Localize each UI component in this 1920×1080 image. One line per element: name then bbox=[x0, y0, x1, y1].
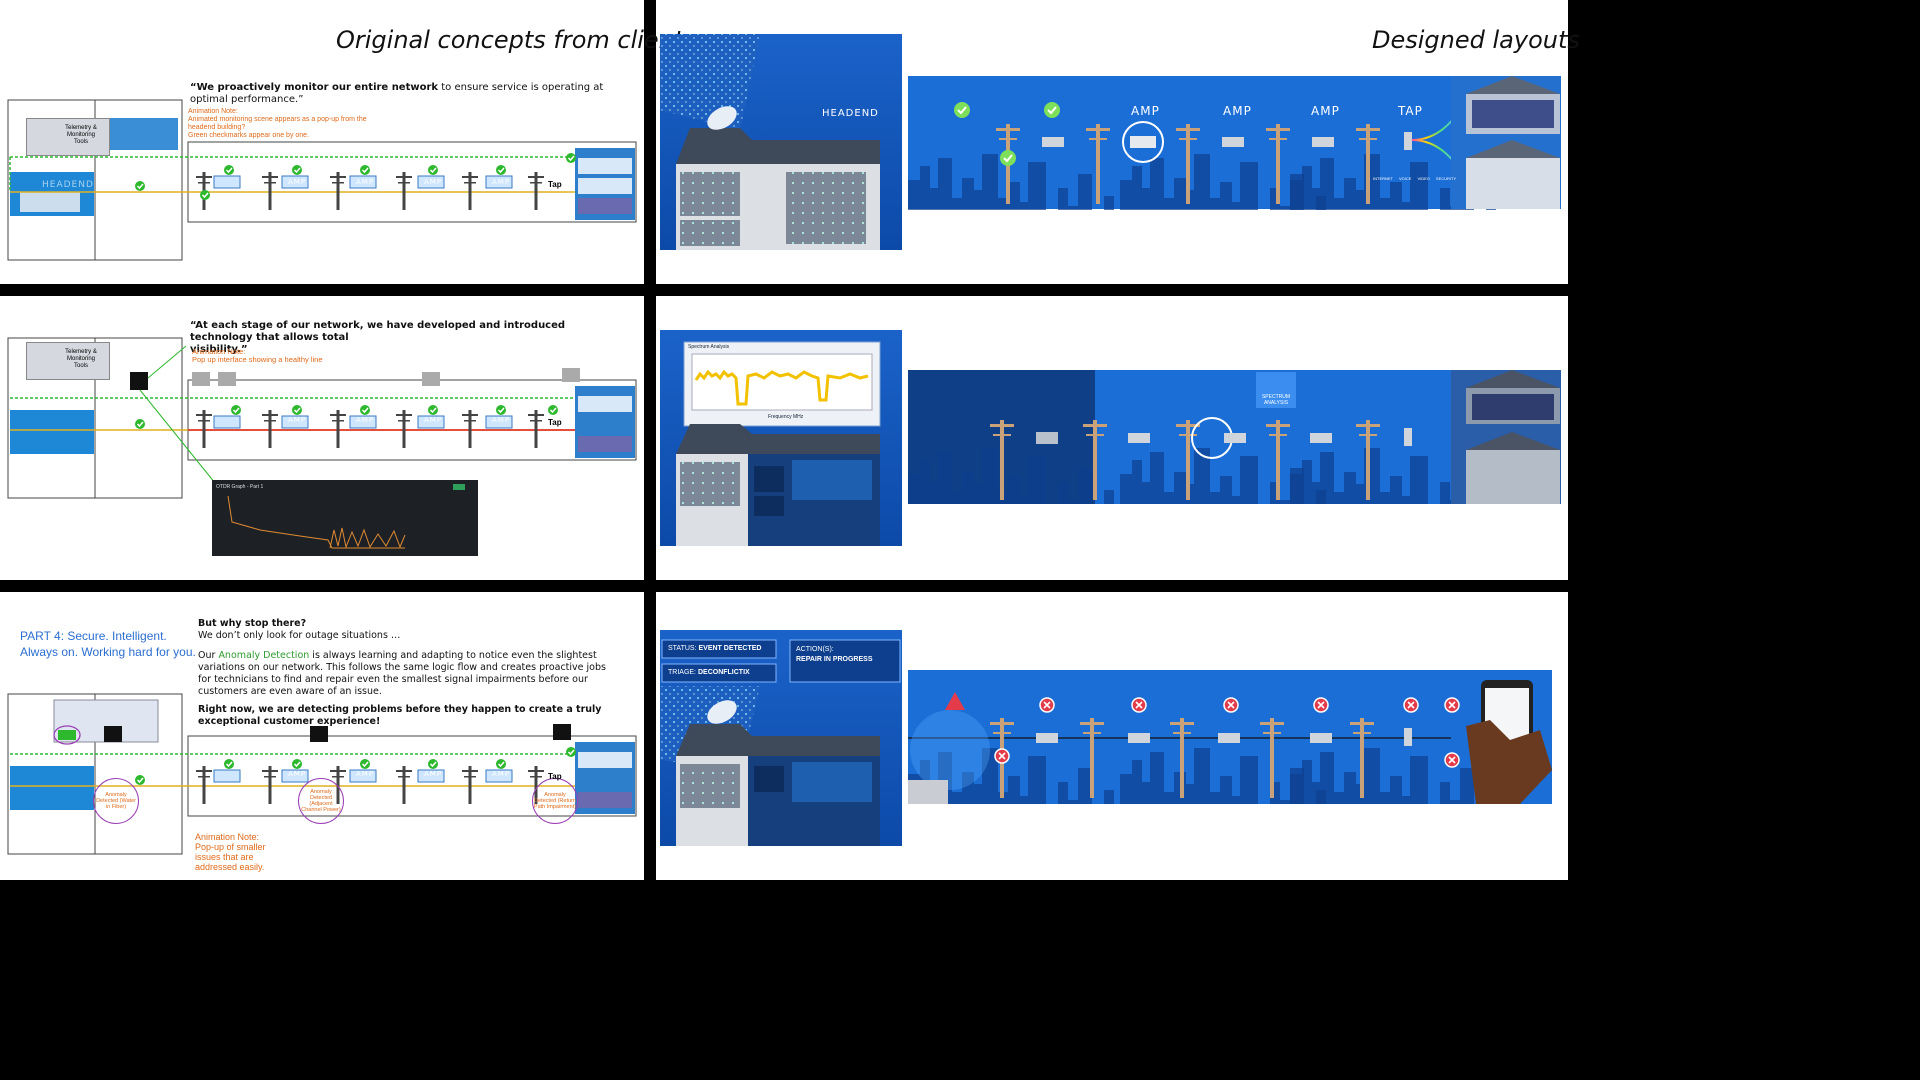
amp-design-label: AMP bbox=[1131, 104, 1160, 118]
security-label: SECURITY bbox=[1435, 176, 1457, 181]
spectrum-badge: SPECTRUM ANALYSIS bbox=[1261, 394, 1291, 406]
amp-label: AMP bbox=[492, 770, 511, 778]
otdr-graph-popup bbox=[212, 480, 478, 556]
left-header: Original concepts from client bbox=[336, 26, 684, 54]
anomaly-paragraph: Our Anomaly Detection is always learning… bbox=[198, 650, 616, 698]
triage-line: TRIAGE: DECONFLICTIX bbox=[668, 669, 750, 676]
actions-box: ACTION(S): REPAIR IN PROGRESS bbox=[796, 645, 873, 665]
amp-label: AMP bbox=[492, 178, 511, 186]
right-header: Designed layouts bbox=[1372, 26, 1580, 54]
amp-design-label: AMP bbox=[1311, 104, 1340, 118]
triage-value: DECONFLICTIX bbox=[697, 669, 750, 676]
row1-quote: “We proactively monitor our entire netwo… bbox=[190, 82, 610, 106]
note-line: Animation Note: bbox=[192, 347, 246, 356]
row1-quote-rest: to ensure service is operating at optima… bbox=[190, 82, 604, 105]
design-headend-2 bbox=[660, 330, 902, 546]
part-title-line: Always on. Working hard for you. bbox=[20, 645, 196, 659]
row2-note: Animation Note: Pop up interface showing… bbox=[192, 348, 323, 364]
row1-quote-bold: “We proactively monitor our entire netwo… bbox=[190, 82, 439, 93]
telemetry-line: Telemetry & bbox=[65, 349, 97, 355]
concept-diagram-3 bbox=[7, 693, 637, 855]
amp-design-label: AMP bbox=[1223, 104, 1252, 118]
amp-label: AMP bbox=[356, 770, 375, 778]
design-network-2 bbox=[908, 370, 1496, 504]
quote-line: visibility.” bbox=[190, 344, 248, 355]
voice-label: VOICE bbox=[1399, 176, 1412, 181]
telemetry-line: Monitoring bbox=[66, 132, 95, 138]
concept-poles-3 bbox=[134, 746, 577, 804]
tap-icons: INTERNET VOICE VIDEO SECURITY bbox=[1373, 176, 1456, 181]
tap-label: Tap bbox=[548, 772, 562, 781]
internet-label: INTERNET bbox=[1373, 176, 1393, 181]
tap-design-label: TAP bbox=[1398, 104, 1423, 118]
closing-paragraph: Right now, we are detecting problems bef… bbox=[198, 704, 602, 727]
headend-label: HEADEND bbox=[42, 180, 94, 190]
actions-label: ACTION(S): bbox=[796, 646, 834, 653]
note-line: Animation Note: bbox=[188, 108, 238, 115]
design-houses-1 bbox=[1451, 76, 1561, 209]
row2-quote: “At each stage of our network, we have d… bbox=[190, 320, 610, 356]
design-houses-2 bbox=[1451, 370, 1561, 504]
part-title: PART 4: Secure. Intelligent. Always on. … bbox=[20, 628, 196, 660]
video-label: VIDEO bbox=[1417, 176, 1430, 181]
design-network-3 bbox=[908, 670, 1552, 804]
status-label: STATUS: bbox=[668, 645, 697, 652]
headend-design-label: HEADEND bbox=[822, 108, 879, 119]
design-headend-1 bbox=[660, 34, 902, 250]
concept-poles-2 bbox=[134, 404, 559, 448]
note-line: Green checkmarks appear one by one. bbox=[188, 132, 310, 139]
amp-label: AMP bbox=[356, 416, 375, 424]
action-item: REPAIR IN PROGRESS bbox=[796, 656, 873, 663]
amp-label: AMP bbox=[424, 178, 443, 186]
note-line: Animation Note: bbox=[195, 832, 260, 842]
question-line: But why stop there? bbox=[198, 618, 307, 629]
amp-label: AMP bbox=[288, 178, 307, 186]
status-value: EVENT DETECTED bbox=[698, 645, 762, 652]
spectrum-xlabel: Frequency MHz bbox=[768, 414, 804, 420]
tap-label: Tap bbox=[548, 180, 562, 189]
anomaly-circle-adjacent: Anomaly Detected (Adjacent Channel Power… bbox=[298, 778, 344, 824]
amp-label: AMP bbox=[288, 770, 307, 778]
anomaly-circle-water: Anomaly Detected (Water in Fiber) bbox=[93, 778, 139, 824]
design-network-1 bbox=[908, 76, 1496, 210]
amp-label: AMP bbox=[424, 416, 443, 424]
row3-body: But why stop there? We don’t only look f… bbox=[198, 618, 616, 728]
telemetry-line: Monitoring bbox=[66, 356, 95, 362]
telemetry-line: Tools bbox=[73, 363, 88, 369]
part-title-line: PART 4: Secure. Intelligent. bbox=[20, 629, 167, 643]
spectrum-title: Spectrum Analysis bbox=[688, 344, 730, 350]
note-line: addressed easily. bbox=[195, 862, 265, 872]
design-headend-3 bbox=[660, 630, 902, 846]
amp-label: AMP bbox=[288, 416, 307, 424]
amp-label: AMP bbox=[492, 416, 511, 424]
note-line: Pop-up of smaller bbox=[195, 842, 266, 852]
amp-label: AMP bbox=[424, 770, 443, 778]
status-panel bbox=[661, 639, 901, 683]
quote-line: “At each stage of our network, we have d… bbox=[190, 320, 566, 343]
question-line: We don’t only look for outage situations… bbox=[198, 630, 401, 641]
status-line: STATUS: EVENT DETECTED bbox=[668, 645, 762, 652]
note-line: issues that are bbox=[195, 852, 254, 862]
para-text: is always learning and adapting to notic… bbox=[198, 650, 606, 697]
anomaly-circle-return: Anomaly Detected (Return Path Impairment… bbox=[532, 778, 578, 824]
row3-note: Animation Note: Pop-up of smaller issues… bbox=[195, 832, 266, 872]
para-text: Our bbox=[198, 650, 219, 661]
note-line: Animated monitoring scene appears as a p… bbox=[188, 116, 367, 123]
row1-note: Animation Note: Animated monitoring scen… bbox=[188, 108, 367, 140]
telemetry-line: Telemetry & bbox=[65, 125, 97, 131]
concept-poles-1 bbox=[134, 152, 577, 210]
triage-label: TRIAGE: bbox=[668, 669, 697, 676]
tap-label: Tap bbox=[548, 418, 562, 427]
telemetry-line: Tools bbox=[73, 139, 88, 145]
otdr-title: OTDR Graph - Part 1 bbox=[216, 484, 264, 490]
note-line: headend building? bbox=[188, 124, 246, 131]
anomaly-highlight: Anomaly Detection bbox=[218, 650, 310, 661]
amp-label: AMP bbox=[356, 178, 375, 186]
note-line: Pop up interface showing a healthy line bbox=[192, 355, 323, 364]
